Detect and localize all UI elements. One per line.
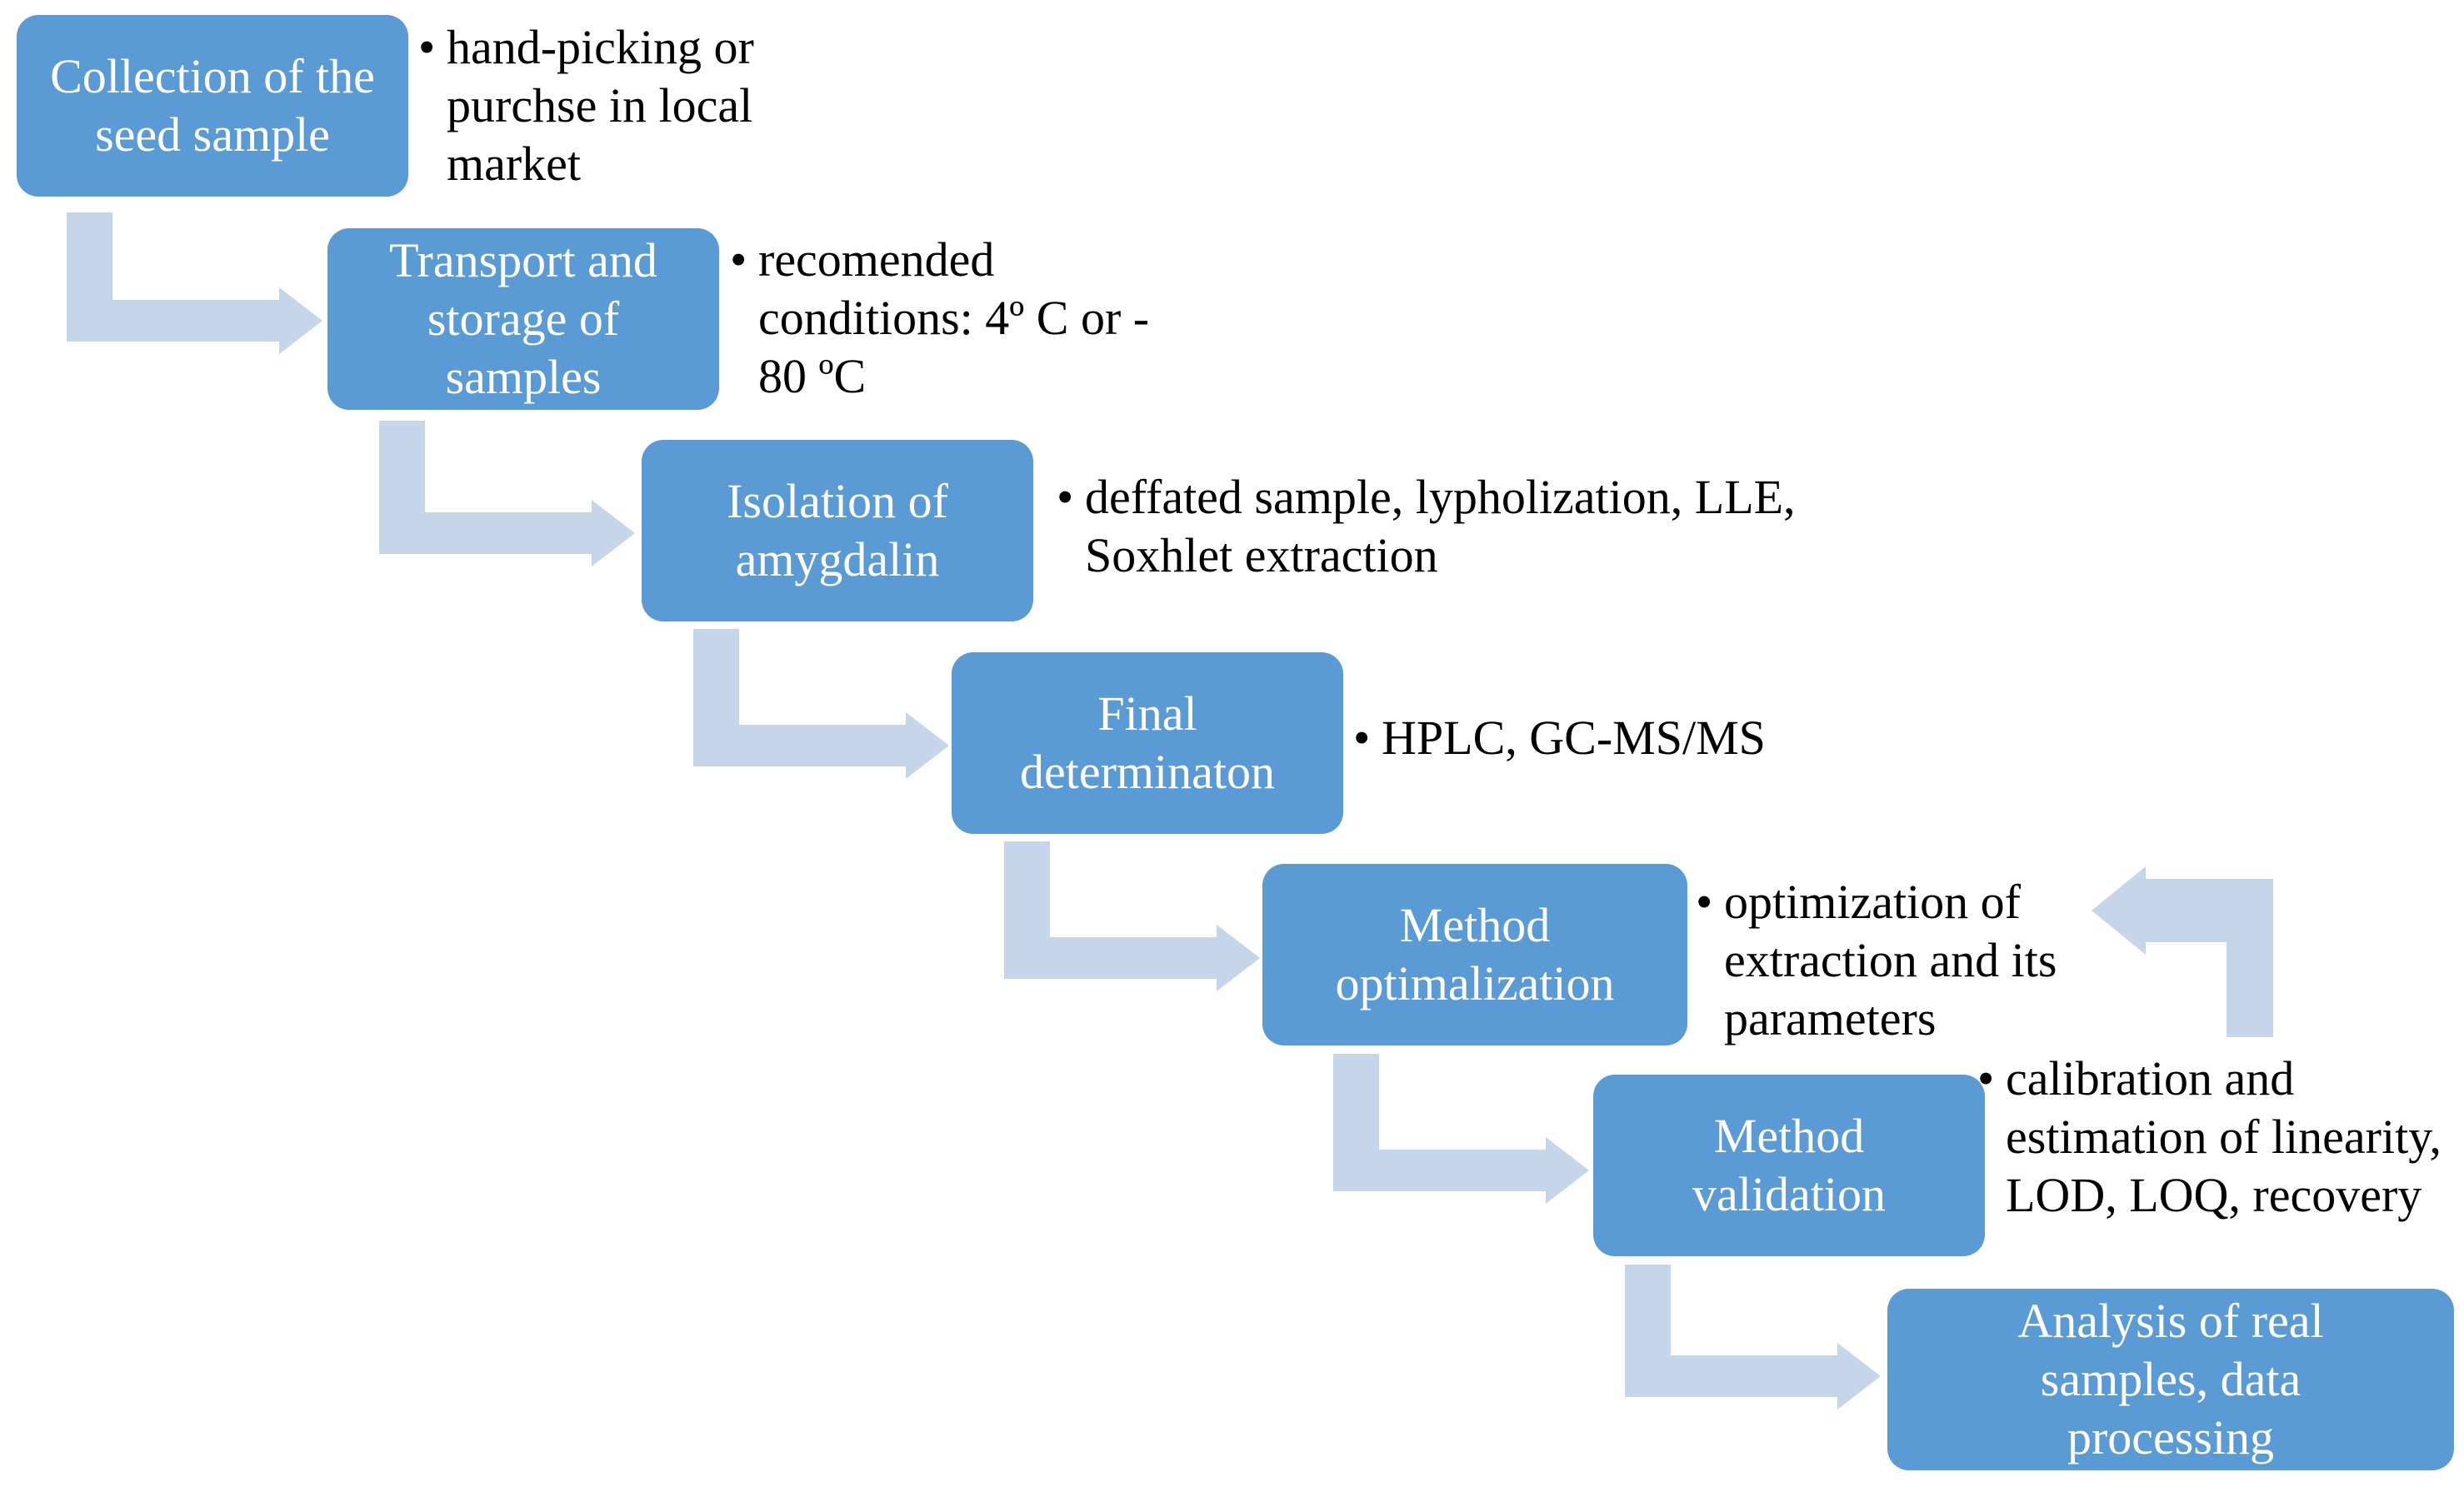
step-transport-box: Transport and storage of samples: [327, 228, 719, 410]
note-collection: • hand-picking or purchse in local marke…: [418, 18, 868, 193]
note-transport: • recomended conditions: 4º C or - 80 ºC: [730, 231, 1180, 406]
step-arrow-2: [379, 421, 635, 566]
note-isolation-text: deffated sample, lypholization, LLE, Sox…: [1085, 470, 1796, 582]
feedback-arrow: [2092, 866, 2273, 1037]
step-arrow-1: [67, 212, 322, 354]
note-optimalization: • optimization of extraction and its par…: [1696, 873, 2087, 1048]
step-optimalization-label: Method optimalization: [1335, 898, 1615, 1010]
note-bullet: •: [730, 232, 747, 287]
note-bullet: •: [1977, 1051, 1995, 1105]
step-arrow-5: [1333, 1054, 1589, 1204]
step-isolation-label: Isolation of amygdalin: [727, 474, 948, 586]
step-determination-label: Final determinaton: [1019, 686, 1275, 799]
step-collection-box: Collection of the seed sample: [17, 15, 408, 197]
note-transport-text: recomended conditions: 4º C or - 80 ºC: [758, 232, 1150, 403]
step-validation-box: Method validation: [1593, 1075, 1985, 1256]
step-arrow-6: [1625, 1265, 1881, 1410]
step-collection-label: Collection of the seed sample: [50, 49, 375, 162]
step-arrow-4: [1004, 841, 1260, 991]
note-validation-text: calibration and estimation of linearity,…: [2006, 1051, 2442, 1222]
step-validation-label: Method validation: [1692, 1109, 1886, 1221]
note-bullet: •: [1696, 875, 1713, 929]
step-determination-box: Final determinaton: [952, 652, 1343, 834]
note-collection-text: hand-picking or purchse in local market: [447, 20, 754, 191]
step-analysis-box: Analysis of real samples, data processin…: [1887, 1289, 2454, 1470]
note-determination: • HPLC, GC-MS/MS: [1353, 709, 1937, 767]
step-analysis-label: Analysis of real samples, data processin…: [2017, 1294, 2324, 1465]
note-bullet: •: [1353, 711, 1371, 765]
step-arrow-3: [693, 629, 949, 779]
note-bullet: •: [1057, 470, 1074, 524]
step-transport-label: Transport and storage of samples: [389, 233, 657, 404]
note-isolation: • deffated sample, lypholization, LLE, S…: [1057, 468, 1832, 585]
note-validation: • calibration and estimation of linearit…: [1977, 1050, 2444, 1225]
note-optimalization-text: optimization of extraction and its param…: [1724, 875, 2057, 1045]
step-optimalization-box: Method optimalization: [1262, 864, 1687, 1045]
note-bullet: •: [418, 20, 436, 74]
step-isolation-box: Isolation of amygdalin: [642, 440, 1033, 621]
note-determination-text: HPLC, GC-MS/MS: [1382, 711, 1766, 765]
